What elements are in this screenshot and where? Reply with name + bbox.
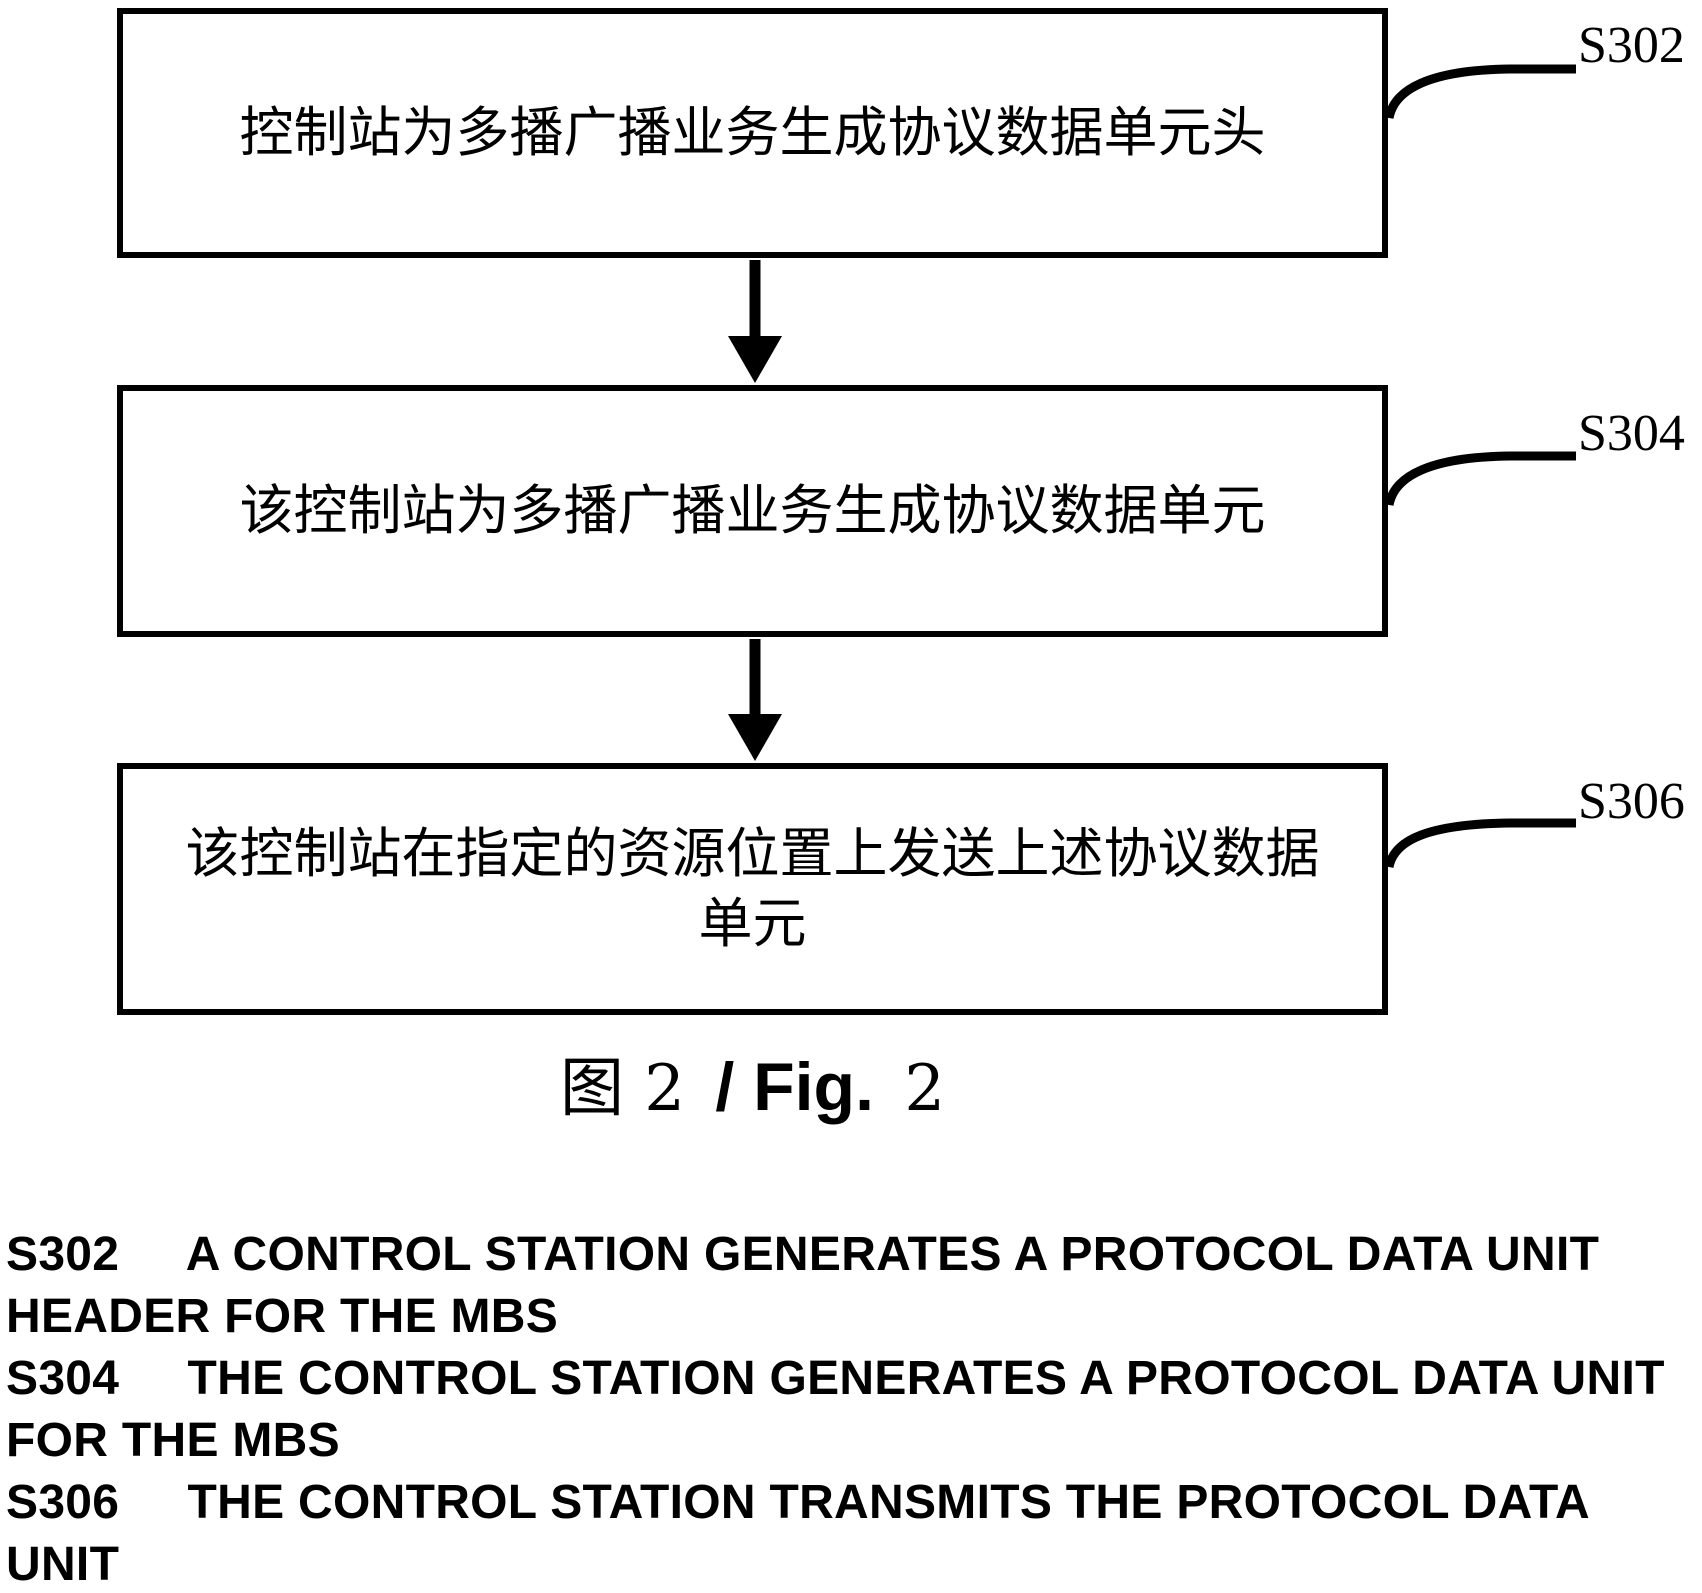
figure-caption-fig: / Fig. [715,1049,874,1125]
figure-caption-zh: 图 2 [559,1052,685,1126]
flow-box-s306: 该控制站在指定的资源位置上发送上述协议数据 单元 [117,763,1388,1015]
figure-caption: 图 2 / Fig. 2 [117,1042,1388,1134]
flow-box-s304: 该控制站为多播广播业务生成协议数据单元 [117,385,1388,637]
flow-box-s302: 控制站为多播广播业务生成协议数据单元头 [117,8,1388,258]
figure-caption-num: 2 [904,1052,946,1126]
leader-line-s304 [1384,451,1576,507]
flow-box-s304-text: 该控制站为多播广播业务生成协议数据单元 [239,479,1266,542]
legend-line-3: S304 THE CONTROL STATION GENERATES A PRO… [6,1352,1665,1405]
flow-box-s306-text-line1: 该控制站在指定的资源位置上发送上述协议数据 [185,822,1320,885]
legend-line-5: S306 THE CONTROL STATION TRANSMITS THE P… [6,1476,1602,1591]
step-label-s302: S302 [1578,17,1685,74]
step-label-s304: S304 [1578,405,1685,462]
legend-line-1: S302 A CONTROL STATION GENERATES A PROTO… [6,1228,1600,1281]
down-arrow-1 [728,260,782,383]
legend-line-2: HEADER FOR THE MBS [6,1290,559,1343]
leader-line-s306 [1384,818,1576,869]
flow-box-s302-text: 控制站为多播广播业务生成协议数据单元头 [239,101,1266,164]
down-arrow-2 [728,639,782,761]
flow-box-s306-text-line2: 单元 [698,892,807,955]
legend-block: S302 A CONTROL STATION GENERATES A PROTO… [6,1224,1702,1593]
leader-line-s302 [1384,64,1576,120]
legend-line-4: FOR THE MBS [6,1414,340,1467]
step-label-s306: S306 [1578,773,1685,830]
